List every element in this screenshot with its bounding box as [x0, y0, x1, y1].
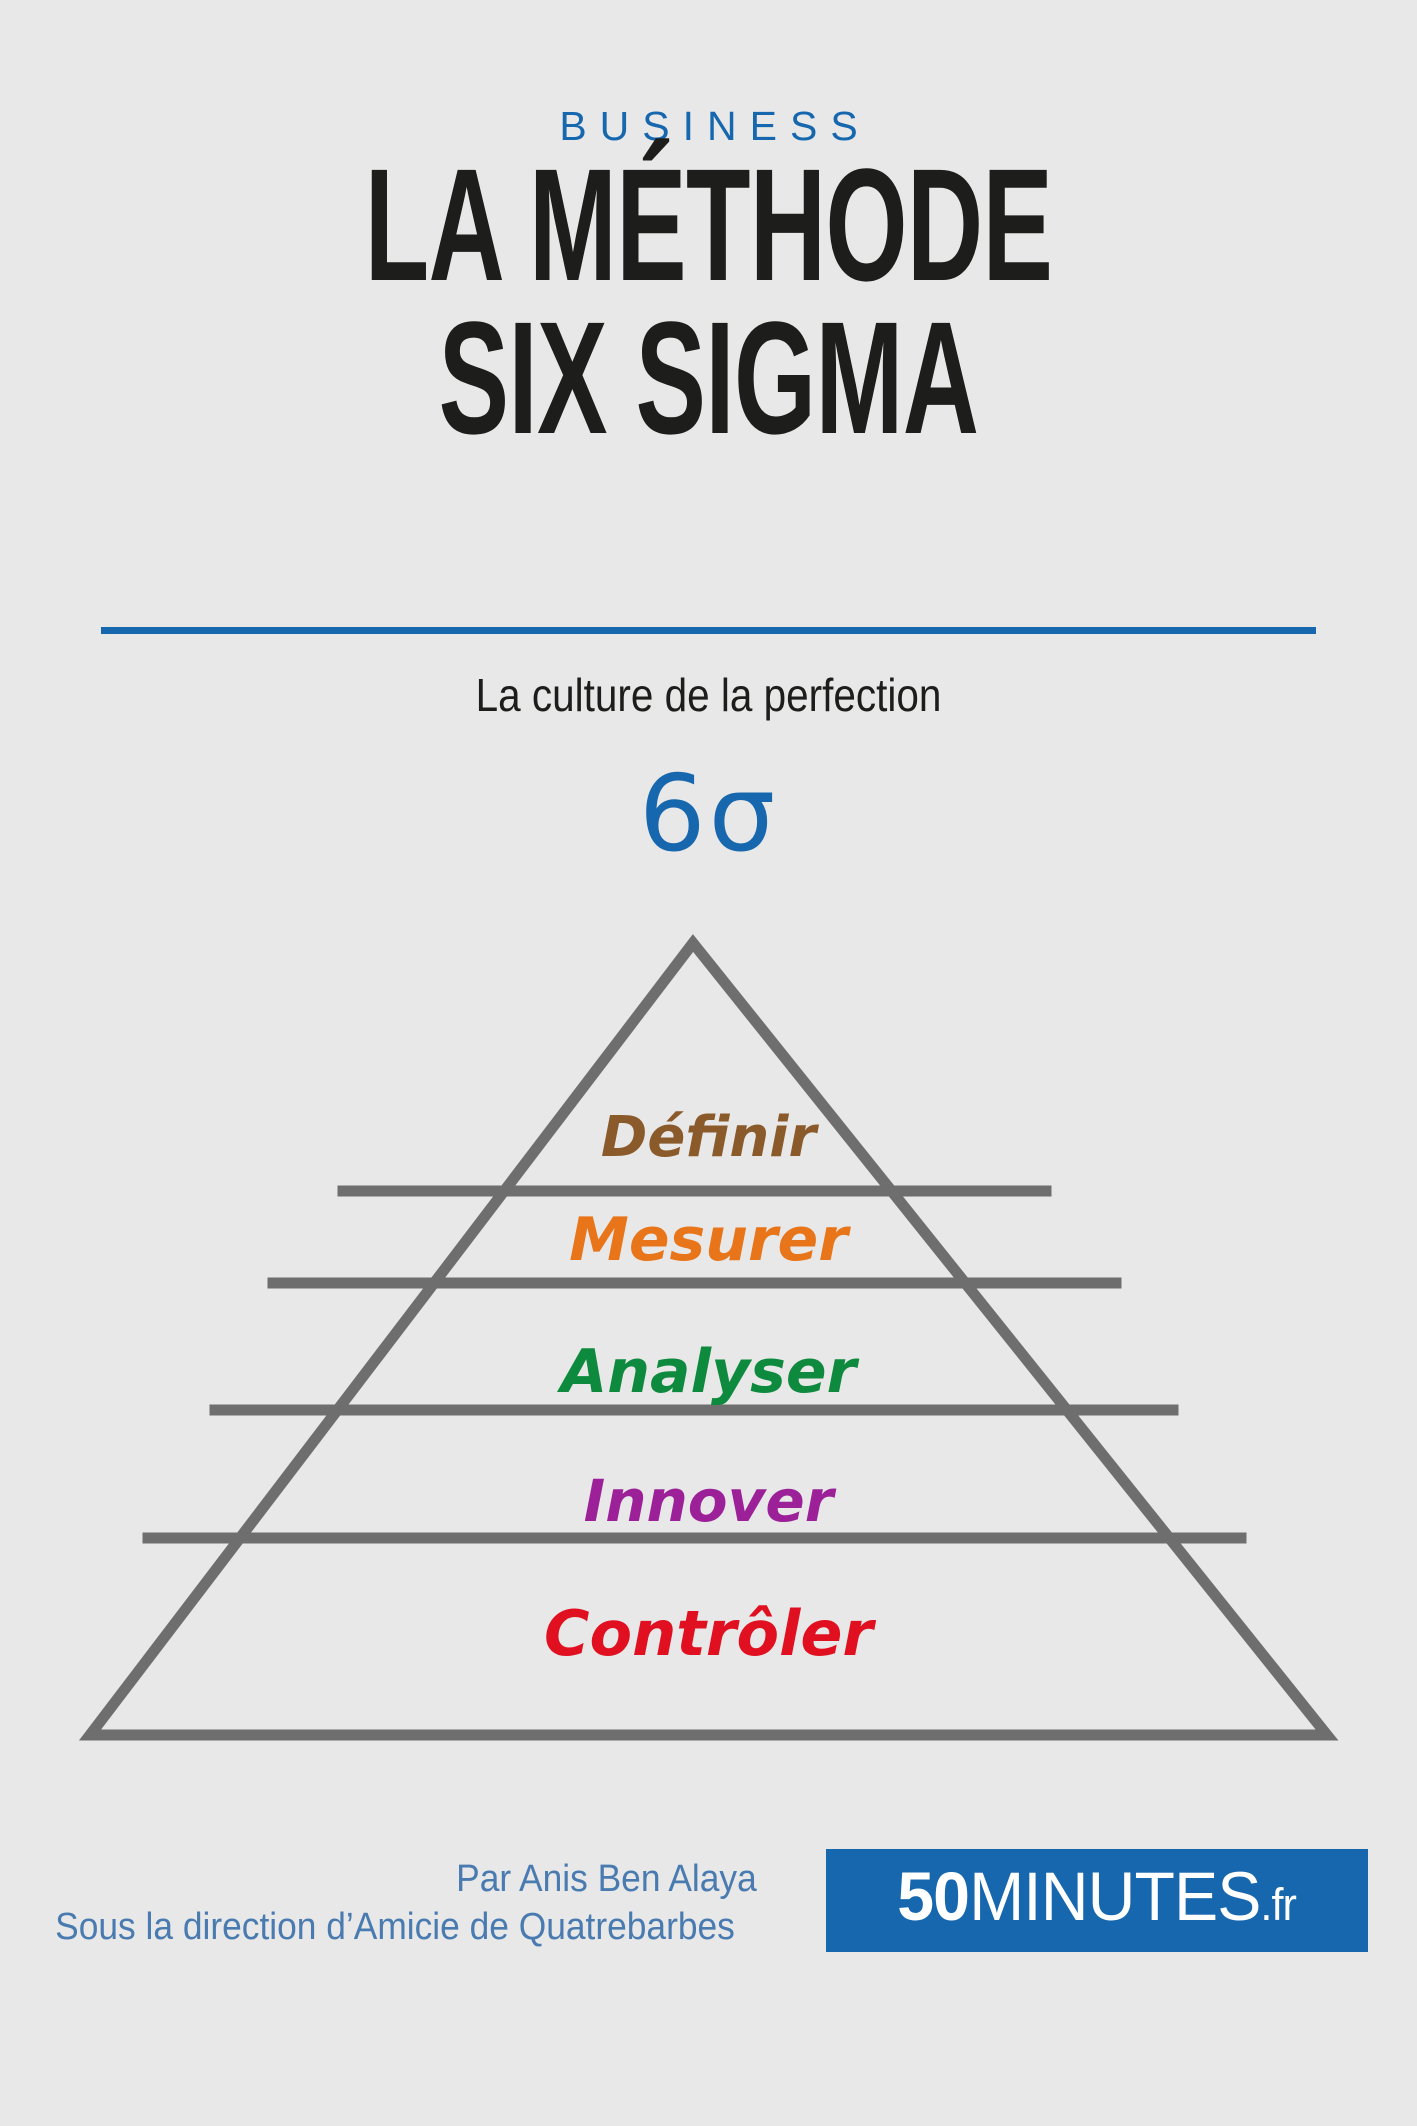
category-kicker: BUSINESS — [559, 103, 871, 149]
editor-credit: Sous la direction d’Amicie de Quatrebarb… — [55, 1906, 735, 1948]
publisher-name: MINUTES — [969, 1858, 1261, 1935]
publisher-logo-text: 50MINUTES.fr — [898, 1862, 1298, 1939]
pyramid-step-label-analyser: Analyser — [560, 1337, 857, 1407]
publisher-tld: .fr — [1260, 1879, 1297, 1930]
page-title: LA MÉTHODE SIX SIGMA — [0, 135, 1417, 467]
pyramid-step-label-mesurer: Mesurer — [569, 1205, 848, 1275]
author-name: Par Anis Ben Alaya — [456, 1858, 757, 1900]
pyramid-step-label-innover: Innover — [583, 1467, 834, 1535]
publisher-logo: 50MINUTES.fr — [826, 1849, 1368, 1952]
subtitle: La culture de la perfection — [475, 669, 942, 721]
pyramid-outline — [78, 934, 1339, 1741]
publisher-number: 50 — [897, 1858, 971, 1935]
six-sigma-symbol: 6σ — [638, 753, 779, 875]
pyramid-step-label-definir: Définir — [600, 1105, 817, 1170]
title-line-1: LA MÉTHODE — [364, 135, 1053, 314]
author-credits: Par Anis Ben Alaya Sous la direction d’A… — [0, 1855, 790, 1951]
title-divider-rule — [101, 627, 1316, 634]
title-line-2: SIX SIGMA — [438, 288, 979, 467]
pyramid-step-label-controler: Contrôler — [544, 1597, 873, 1670]
dmaic-pyramid-diagram — [0, 920, 1417, 1760]
